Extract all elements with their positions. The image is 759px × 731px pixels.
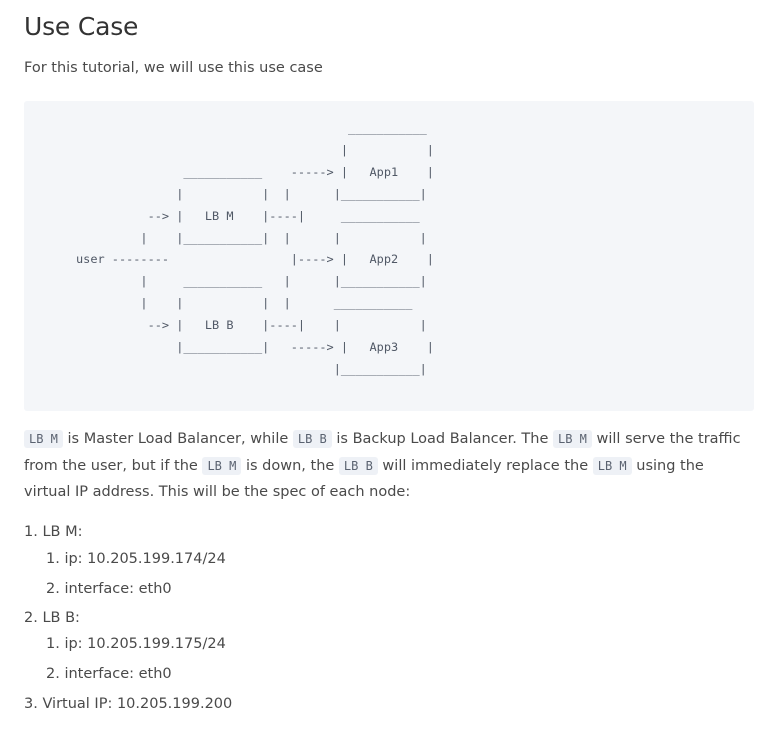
section-heading: Use Case: [24, 12, 139, 41]
inline-code-lb-m: LB M: [202, 456, 242, 475]
inline-code-lb-b: LB B: [292, 430, 332, 448]
inline-code-lb-m: LB M: [553, 430, 592, 448]
inline-code-lb-b: LB B: [338, 456, 378, 475]
list-item: 1. LB M:: [24, 524, 83, 540]
inline-code-lb-m: LB M: [592, 456, 632, 475]
inline-code-lb-m: LB M: [24, 430, 63, 448]
list-item: 2. interface: eth0: [46, 666, 172, 682]
list-item: 1. ip: 10.205.199.174/24: [46, 551, 226, 567]
ascii-diagram: ___________ | | ___________ -----> | App…: [76, 121, 434, 376]
list-item: 2. interface: eth0: [46, 581, 172, 597]
list-item: 3. Virtual IP: 10.205.199.200: [24, 696, 233, 712]
intro-text: For this tutorial, we will use this use …: [24, 60, 323, 76]
description-paragraph: LB M is Master Load Balancer, while LB B…: [24, 430, 741, 500]
list-item: 2. LB B:: [24, 610, 80, 626]
diagram-code-block: ___________ | | ___________ -----> | App…: [24, 101, 754, 411]
list-item: 1. ip: 10.205.199.175/24: [46, 636, 226, 652]
